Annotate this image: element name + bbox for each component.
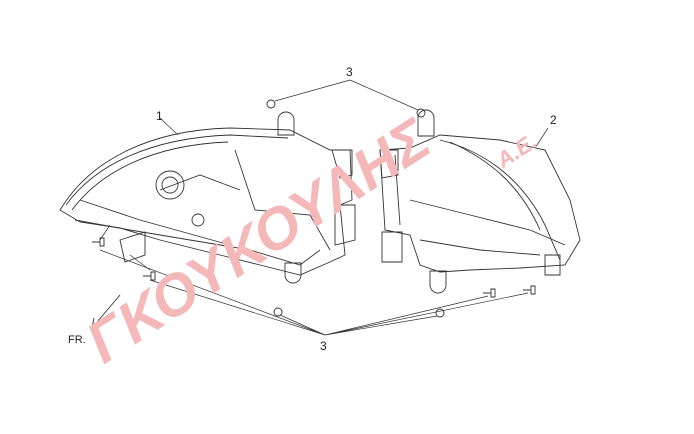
callout-1: 1 <box>156 109 163 123</box>
leader-lines <box>99 79 549 336</box>
right-headlight-assembly <box>379 109 581 294</box>
front-direction-arrow-icon <box>91 294 121 329</box>
screw-fasteners <box>92 99 536 318</box>
callout-3-top: 3 <box>346 65 353 79</box>
callout-3-bottom: 3 <box>320 339 327 353</box>
front-direction-label: FR. <box>68 334 86 346</box>
callout-2: 2 <box>550 113 557 127</box>
left-headlight-assembly <box>59 111 356 284</box>
